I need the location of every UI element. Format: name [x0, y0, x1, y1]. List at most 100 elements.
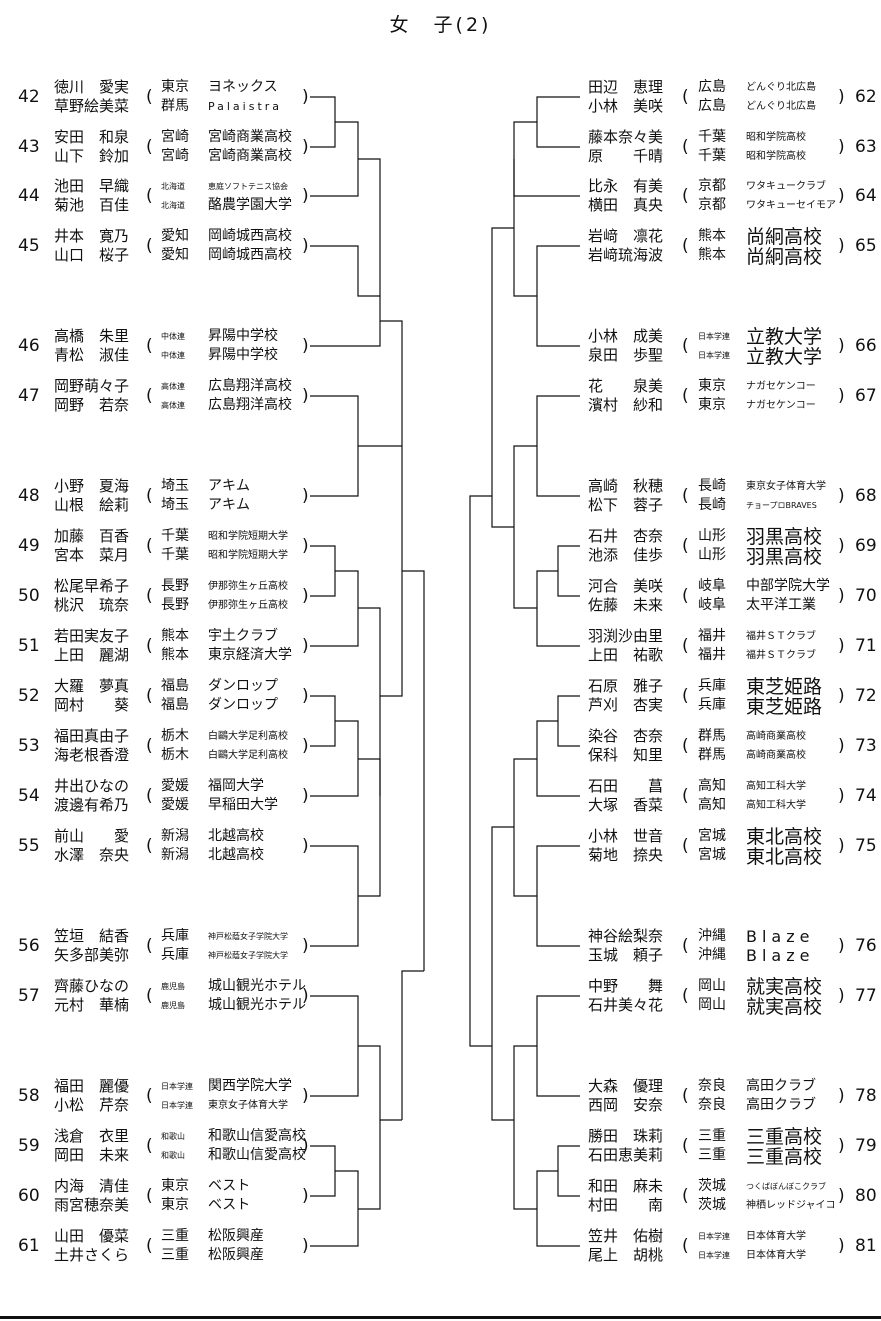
close-paren: ) — [302, 686, 309, 706]
prefecture: 中体連 — [161, 332, 185, 341]
draw-entry: 57 齊藤ひなの 元村 華楠 ( 鹿児島 鹿児島 城山観光ホテル 城山観光ホテル… — [0, 976, 881, 1016]
player-name: 花 泉美 — [588, 377, 664, 395]
bracket-line — [310, 296, 381, 347]
draw-entry: 64 比永 有美 横田 真央 ( 京都 京都 ワタキュークラブ ワタキューセイモ… — [0, 176, 881, 216]
player-names: 高橋 朱里 青松 淑佳 — [54, 327, 129, 365]
bracket-line — [310, 395, 402, 447]
draw-entry: 48 小野 夏海 山根 絵莉 ( 埼玉 埼玉 アキム アキム ) — [0, 476, 881, 516]
player-name: 井本 寛乃 — [54, 227, 130, 245]
player-name: 松下 蓉子 — [588, 496, 664, 514]
prefecture: 岐阜 — [698, 578, 726, 594]
prefecture: 群馬 — [698, 728, 726, 744]
affiliation: 宇土クラブ — [208, 628, 278, 644]
prefecture: 広島 — [698, 79, 726, 95]
player-name: 中野 舞 — [588, 977, 664, 995]
player-names: 比永 有美 横田 真央 — [588, 177, 663, 215]
prefectures: 埼玉 埼玉 — [161, 477, 189, 515]
prefecture: 福島 — [161, 678, 189, 694]
prefecture: 日本学連 — [161, 1082, 193, 1091]
player-names: 小林 世音 菊地 捺央 — [588, 827, 663, 865]
open-paren: ( — [146, 636, 153, 656]
player-name: 大羅 夢真 — [54, 677, 130, 695]
player-name: 齊藤ひなの — [54, 977, 130, 995]
prefecture: 宮城 — [698, 828, 726, 844]
prefecture: 福井 — [698, 628, 726, 644]
close-paren: ) — [838, 936, 845, 956]
affiliation: 高田クラブ — [746, 1078, 816, 1094]
prefecture: 奈良 — [698, 1097, 726, 1113]
prefecture: 山形 — [698, 528, 726, 544]
prefectures: 茨城 茨城 — [698, 1177, 726, 1215]
prefecture: 三重 — [698, 1128, 726, 1144]
close-paren: ) — [302, 1186, 309, 1206]
affiliation: 宮崎商業高校 — [208, 148, 292, 164]
prefecture: 高体連 — [161, 382, 185, 391]
player-name: 石原 雅子 — [588, 677, 664, 695]
prefectures: 三重 三重 — [698, 1127, 726, 1165]
affiliations: 高崎商業高校 高崎商業高校 — [746, 727, 806, 765]
affiliation: 関西学院大学 — [208, 1078, 292, 1094]
player-names: 中野 舞 石井美々花 — [588, 977, 663, 1015]
prefecture: 東京 — [161, 1197, 189, 1213]
seed-number: 58 — [18, 1086, 40, 1106]
affiliations: 松阪興産 松阪興産 — [208, 1227, 264, 1265]
prefecture: 長崎 — [698, 497, 726, 513]
player-names: 徳川 愛実 草野絵美菜 — [54, 78, 129, 116]
prefectures: 山形 山形 — [698, 527, 726, 565]
open-paren: ( — [146, 486, 153, 506]
affiliation: 岡崎城西高校 — [208, 247, 292, 263]
affiliations: 尚絅高校 尚絅高校 — [746, 227, 822, 267]
player-name: 岩﨑 凛花 — [588, 227, 664, 245]
affiliation: ダンロップ — [208, 678, 278, 694]
draw-entry: 69 石井 杏奈 池添 佳歩 ( 山形 山形 羽黒高校 羽黒高校 ) — [0, 526, 881, 567]
prefecture: 熊本 — [161, 628, 189, 644]
player-name: 神谷絵梨奈 — [588, 927, 664, 945]
close-paren: ) — [302, 736, 309, 756]
player-name: 染谷 杏奈 — [588, 727, 664, 745]
player-name: 加藤 百香 — [54, 527, 130, 545]
bracket-line — [358, 759, 381, 897]
close-paren: ) — [838, 1236, 845, 1256]
prefectures: 広島 広島 — [698, 78, 726, 116]
player-name: 浅倉 衣里 — [54, 1127, 130, 1145]
draw-entry: 46 高橋 朱里 青松 淑佳 ( 中体連 中体連 昇陽中学校 昇陽中学校 ) — [0, 326, 881, 366]
prefecture: 山形 — [698, 547, 726, 563]
player-name: 羽渕沙由里 — [588, 627, 664, 645]
prefectures: 兵庫 兵庫 — [698, 677, 726, 715]
close-paren: ) — [302, 236, 309, 256]
seed-number: 63 — [855, 137, 877, 157]
open-paren: ( — [146, 686, 153, 706]
affiliation: 高知工科大学 — [746, 800, 806, 811]
open-paren: ( — [146, 536, 153, 556]
seed-number: 53 — [18, 736, 40, 756]
close-paren: ) — [838, 386, 845, 406]
prefecture: 三重 — [698, 1147, 726, 1163]
prefecture: 千葉 — [698, 148, 726, 164]
player-name: 岩﨑琉海波 — [588, 246, 664, 264]
player-name: 徳川 愛実 — [54, 78, 130, 96]
prefecture: 熊本 — [698, 247, 726, 263]
prefectures: 東京 東京 — [161, 1177, 189, 1215]
bracket-line — [358, 607, 381, 796]
prefecture: 熊本 — [698, 228, 726, 244]
prefectures: 三重 三重 — [161, 1227, 189, 1265]
open-paren: ( — [682, 336, 689, 356]
affiliation: 三重高校 — [746, 1126, 823, 1148]
prefecture: 沖縄 — [698, 928, 726, 944]
affiliation: 和歌山信愛高校 — [208, 1147, 306, 1163]
prefecture: 岡山 — [698, 997, 726, 1013]
affiliation: 就実高校 — [746, 996, 823, 1018]
close-paren: ) — [302, 786, 309, 806]
player-names: 齊藤ひなの 元村 華楠 — [54, 977, 129, 1015]
prefectures: 千葉 千葉 — [161, 527, 189, 565]
prefecture: 愛知 — [161, 247, 189, 263]
affiliations: 福岡大学 早稲田大学 — [208, 777, 278, 815]
open-paren: ( — [682, 386, 689, 406]
close-paren: ) — [302, 836, 309, 856]
player-names: 藤本奈々美 原 千晴 — [588, 128, 663, 166]
player-name: 高崎 秋穂 — [588, 477, 664, 495]
affiliations: 北越高校 北越高校 — [208, 827, 264, 865]
draw-entry: 61 山田 優菜 土井さくら ( 三重 三重 松阪興産 松阪興産 ) — [0, 1226, 881, 1266]
open-paren: ( — [682, 87, 689, 107]
seed-number: 57 — [18, 986, 40, 1006]
